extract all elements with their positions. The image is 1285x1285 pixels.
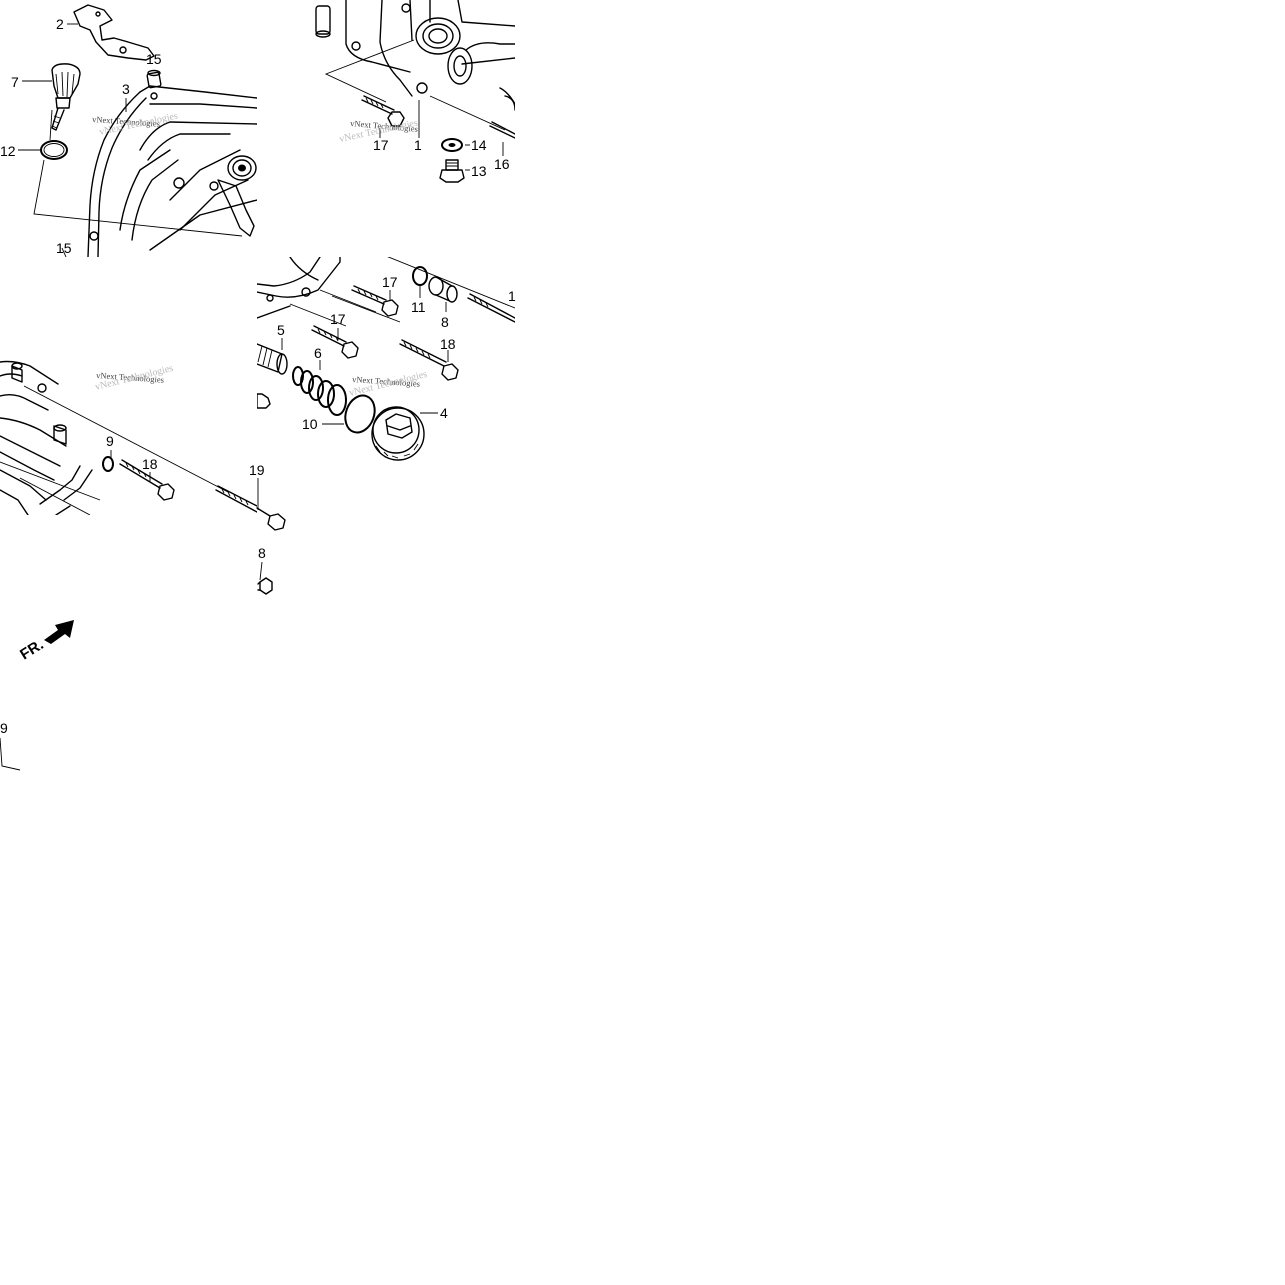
spring bbox=[292, 360, 347, 416]
callout-18: 18 bbox=[142, 456, 158, 472]
plug bbox=[428, 276, 458, 312]
callout-1: 1 bbox=[508, 288, 516, 304]
callout-8: 8 bbox=[258, 545, 266, 561]
long-flange-bolt bbox=[119, 459, 175, 501]
oil-filler-cap bbox=[51, 63, 81, 131]
flange-bolt bbox=[361, 95, 405, 127]
tile-mid-left: vNext Technologies vNext Technologies bbox=[0, 360, 257, 515]
callout-4: 4 bbox=[440, 405, 448, 421]
callout-9: 9 bbox=[106, 433, 114, 449]
callout-10: 10 bbox=[302, 416, 318, 432]
callout-1: 1 bbox=[414, 137, 422, 153]
flange-nut bbox=[257, 561, 273, 595]
watermark-text: vNext Technologies bbox=[96, 370, 164, 385]
o-ring bbox=[40, 140, 68, 160]
sealing-washer bbox=[441, 138, 463, 152]
bracket-part bbox=[73, 4, 155, 61]
watermark-text: vNext Technologies bbox=[352, 374, 420, 389]
housing-flange bbox=[257, 257, 341, 319]
callout-9: 9 bbox=[0, 720, 8, 736]
transmission-housing bbox=[345, 0, 515, 111]
callout-15: 15 bbox=[56, 240, 72, 256]
callout-13: 13 bbox=[471, 163, 487, 179]
flange-bolt bbox=[351, 285, 399, 317]
callout-17: 17 bbox=[330, 311, 346, 327]
callout-14: 14 bbox=[471, 137, 487, 153]
sealing-washer bbox=[102, 456, 114, 472]
callout-5: 5 bbox=[277, 322, 285, 338]
callout-7: 7 bbox=[11, 74, 19, 90]
long-flange-bolt bbox=[399, 339, 459, 381]
crankcase-side bbox=[0, 360, 93, 515]
strainer-pipe bbox=[257, 338, 288, 375]
callout-6: 6 bbox=[314, 345, 322, 361]
front-label: FR. bbox=[17, 636, 47, 663]
callout-8: 8 bbox=[441, 314, 449, 330]
long-flange-bolt bbox=[215, 485, 257, 513]
dowel-pin bbox=[146, 69, 162, 89]
bolt-head bbox=[256, 478, 286, 531]
drain-bolt bbox=[439, 159, 465, 183]
callout-12: 12 bbox=[0, 143, 16, 159]
callout-11: 11 bbox=[411, 299, 426, 315]
flange-bolt bbox=[311, 325, 359, 359]
tile-top-right: vNext Technologies vNext Technologies bbox=[315, 0, 515, 183]
callout-18: 18 bbox=[440, 336, 456, 352]
callout-17: 17 bbox=[382, 274, 398, 290]
oil-filter-cap bbox=[371, 406, 438, 461]
callout-15: 15 bbox=[146, 51, 162, 67]
callout-19: 19 bbox=[249, 462, 265, 478]
callout-16: 16 bbox=[494, 156, 510, 172]
o-ring-large bbox=[344, 394, 376, 434]
tile-mid-right: vNext Technologies vNext Technologies bbox=[257, 257, 515, 461]
callout-17: 17 bbox=[373, 137, 389, 153]
callout-3: 3 bbox=[122, 81, 130, 97]
watermark-text: vNext Technologies bbox=[92, 114, 160, 129]
o-ring bbox=[412, 266, 428, 286]
front-direction-arrow: FR. bbox=[17, 620, 74, 663]
callout-labels: 2 15 7 3 12 15 17 1 14 13 16 17 11 8 1 5… bbox=[0, 16, 516, 736]
tile-top-left: vNext Technologies vNext Technologies bbox=[33, 4, 257, 257]
callout-2: 2 bbox=[56, 16, 64, 32]
